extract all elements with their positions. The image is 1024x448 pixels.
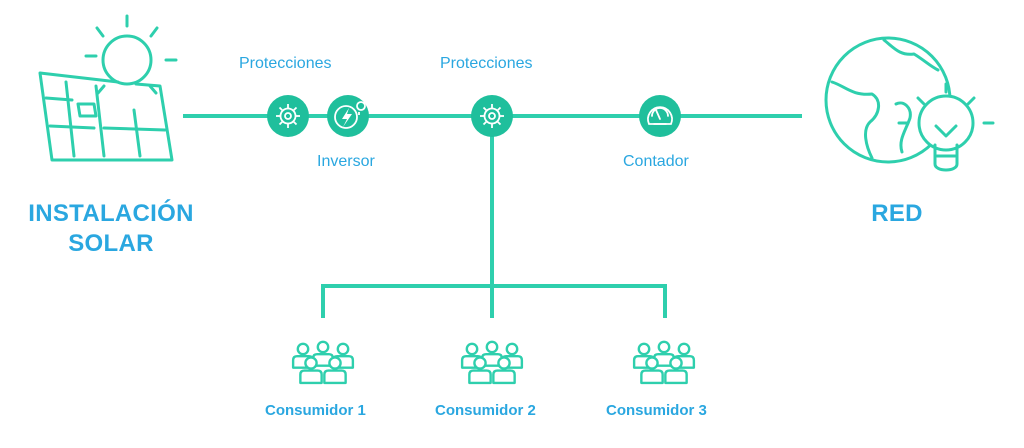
people-group-icon bbox=[632, 340, 696, 385]
consumer-2-label: Consumidor 2 bbox=[435, 402, 536, 419]
solar-panel-icon bbox=[38, 14, 178, 162]
instalacion-solar-line2: SOLAR bbox=[68, 230, 154, 257]
red-label: RED bbox=[871, 200, 923, 227]
people-group-icon bbox=[460, 340, 524, 385]
globe-lightbulb-icon bbox=[824, 36, 995, 172]
protecciones-1-label: Protecciones bbox=[239, 55, 332, 72]
distribution-line bbox=[321, 284, 667, 318]
gear-icon bbox=[276, 104, 300, 128]
inversor-node[interactable] bbox=[327, 95, 369, 137]
protecciones-2-node[interactable] bbox=[471, 95, 513, 137]
meter-gauge-icon bbox=[647, 106, 673, 125]
protecciones-1-node[interactable] bbox=[267, 95, 309, 137]
protecciones-2-label: Protecciones bbox=[440, 55, 533, 72]
contador-node[interactable] bbox=[639, 95, 681, 137]
inversor-label: Inversor bbox=[317, 153, 375, 170]
instalacion-solar-line1: INSTALACIÓN bbox=[28, 200, 194, 227]
consumer-1-label: Consumidor 1 bbox=[265, 402, 366, 419]
instalacion-solar-label: INSTALACIÓN SOLAR bbox=[4, 199, 218, 259]
people-group-icon bbox=[291, 340, 355, 385]
contador-label: Contador bbox=[623, 153, 689, 170]
inverter-bolt-icon bbox=[334, 101, 366, 129]
consumer-3-label: Consumidor 3 bbox=[606, 402, 707, 419]
gear-icon bbox=[480, 104, 504, 128]
